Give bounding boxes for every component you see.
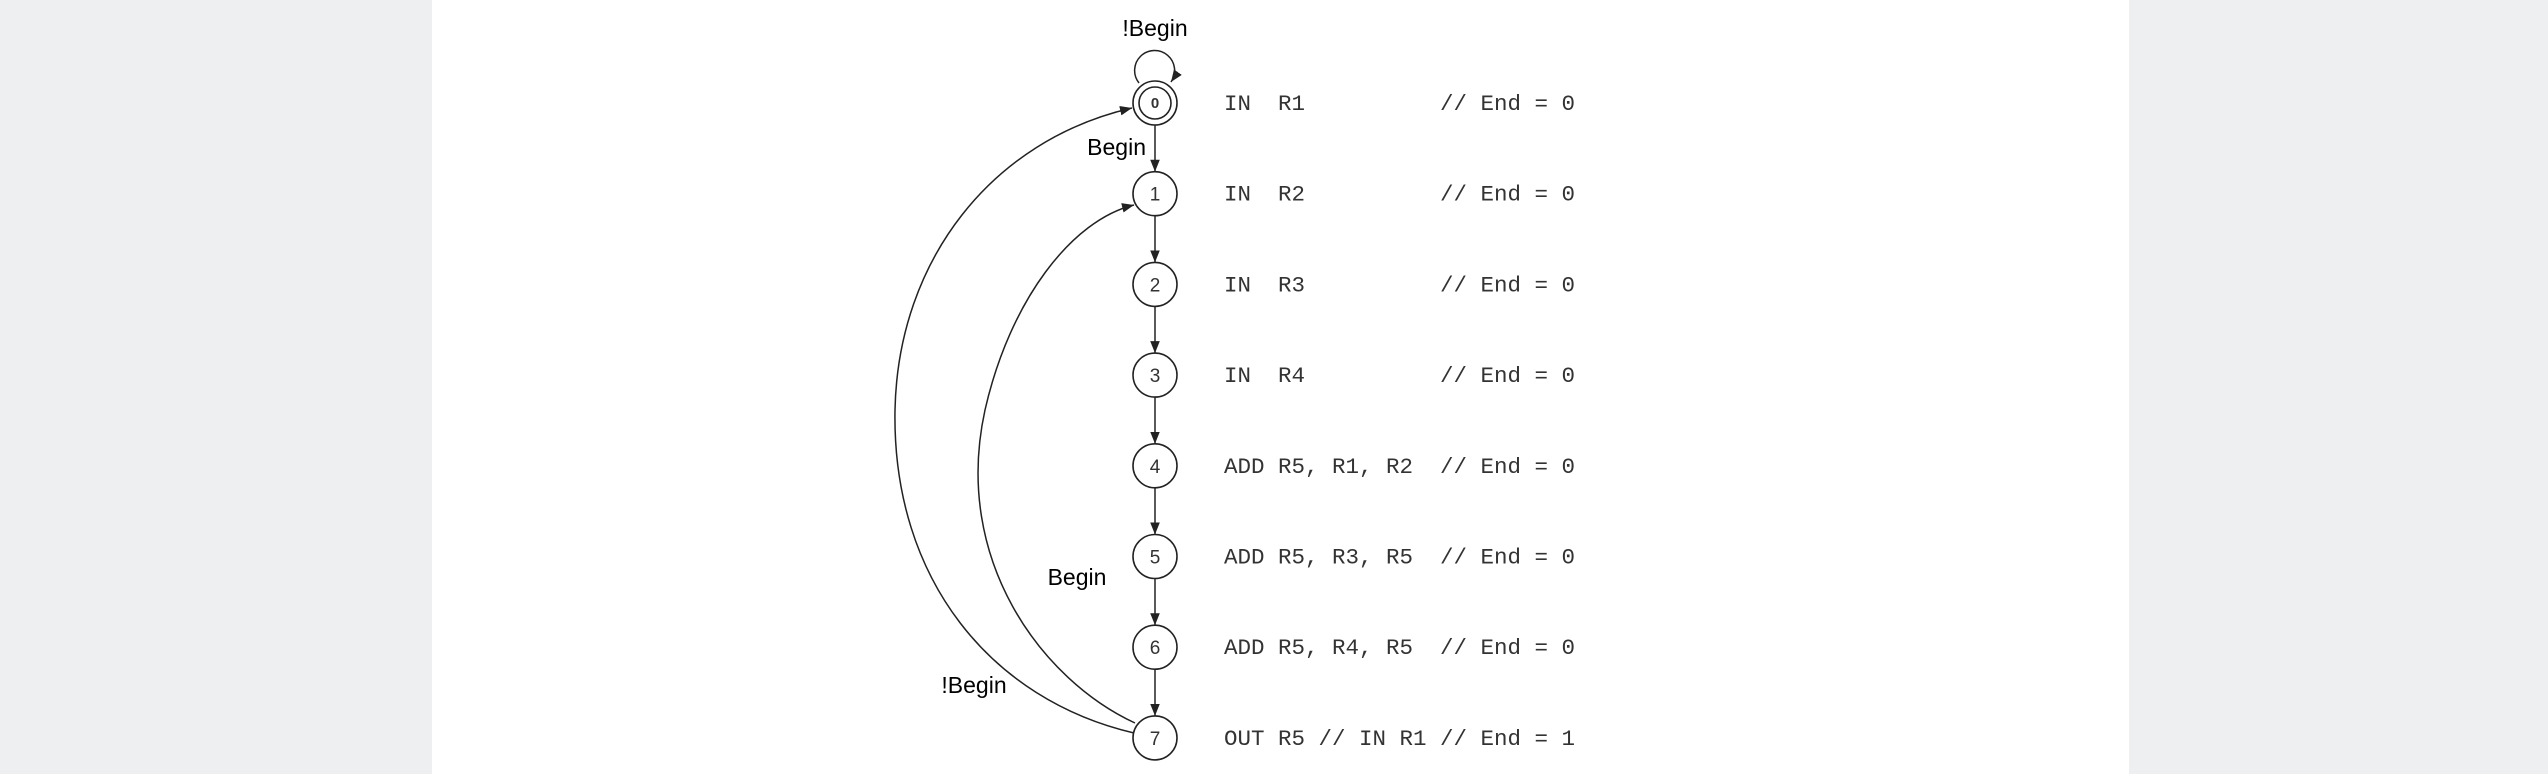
state-5: 5 bbox=[1132, 533, 1178, 580]
state-4: 4 bbox=[1132, 442, 1178, 489]
state-label: 0 bbox=[1151, 95, 1159, 112]
state-circle bbox=[1132, 170, 1178, 217]
state-machine-diagram: !Begin Begin Begin !Begin 0 1 2 3 4 5 6 7 IN R1… bbox=[894, 15, 1575, 761]
state-label: 5 bbox=[1150, 548, 1161, 569]
state-1: 1 bbox=[1132, 170, 1178, 217]
instruction-line-4: ADD R5, R1, R2 // End = 0 bbox=[1224, 454, 1575, 480]
back-edge-7-to-1-label: Begin bbox=[1048, 564, 1107, 590]
instruction-line-2: IN R3 // End = 0 bbox=[1224, 272, 1575, 298]
state-circle bbox=[1132, 715, 1178, 761]
self-loop-edge-0 bbox=[1133, 49, 1182, 84]
back-edge-7-to-1 bbox=[977, 203, 1136, 724]
instruction-line-1: IN R2 // End = 0 bbox=[1224, 182, 1575, 208]
state-7: 7 bbox=[1132, 715, 1178, 761]
state-label: 4 bbox=[1150, 457, 1161, 478]
states: 0 1 2 3 4 5 6 7 bbox=[1132, 80, 1178, 761]
state-2: 2 bbox=[1132, 261, 1178, 308]
start-transition-label: Begin bbox=[1087, 134, 1146, 160]
state-3: 3 bbox=[1132, 352, 1178, 398]
initial-state-inner-ring bbox=[1138, 86, 1172, 120]
instruction-line-7: OUT R5 // IN R1 // End = 1 bbox=[1224, 726, 1575, 752]
state-label: 7 bbox=[1150, 729, 1161, 750]
instruction-line-5: ADD R5, R3, R5 // End = 0 bbox=[1224, 545, 1575, 571]
state-label: 1 bbox=[1150, 185, 1161, 206]
instruction-line-6: ADD R5, R4, R5 // End = 0 bbox=[1224, 635, 1575, 661]
state-circle bbox=[1132, 261, 1178, 308]
state-0: 0 bbox=[1132, 80, 1178, 126]
state-circle bbox=[1132, 624, 1178, 671]
diagram-canvas: !Begin Begin Begin !Begin 0 1 2 3 4 5 6 7 IN R1… bbox=[432, 0, 2129, 774]
state-label: 2 bbox=[1150, 275, 1161, 296]
state-circle bbox=[1132, 352, 1178, 398]
state-circle bbox=[1132, 442, 1178, 489]
instruction-list: IN R1 // End = 0 IN R2 // End = 0 IN R3 //… bbox=[1224, 91, 1575, 752]
state-label: 6 bbox=[1150, 638, 1161, 659]
state-6: 6 bbox=[1132, 624, 1178, 671]
instruction-line-3: IN R4 // End = 0 bbox=[1224, 363, 1575, 389]
back-edge-7-to-0-label: !Begin bbox=[941, 672, 1006, 698]
self-loop-label: !Begin bbox=[1122, 15, 1187, 41]
instruction-line-0: IN R1 // End = 0 bbox=[1224, 91, 1575, 117]
back-edge-7-to-0 bbox=[894, 106, 1135, 734]
state-circle bbox=[1132, 533, 1178, 580]
state-label: 3 bbox=[1150, 366, 1161, 387]
